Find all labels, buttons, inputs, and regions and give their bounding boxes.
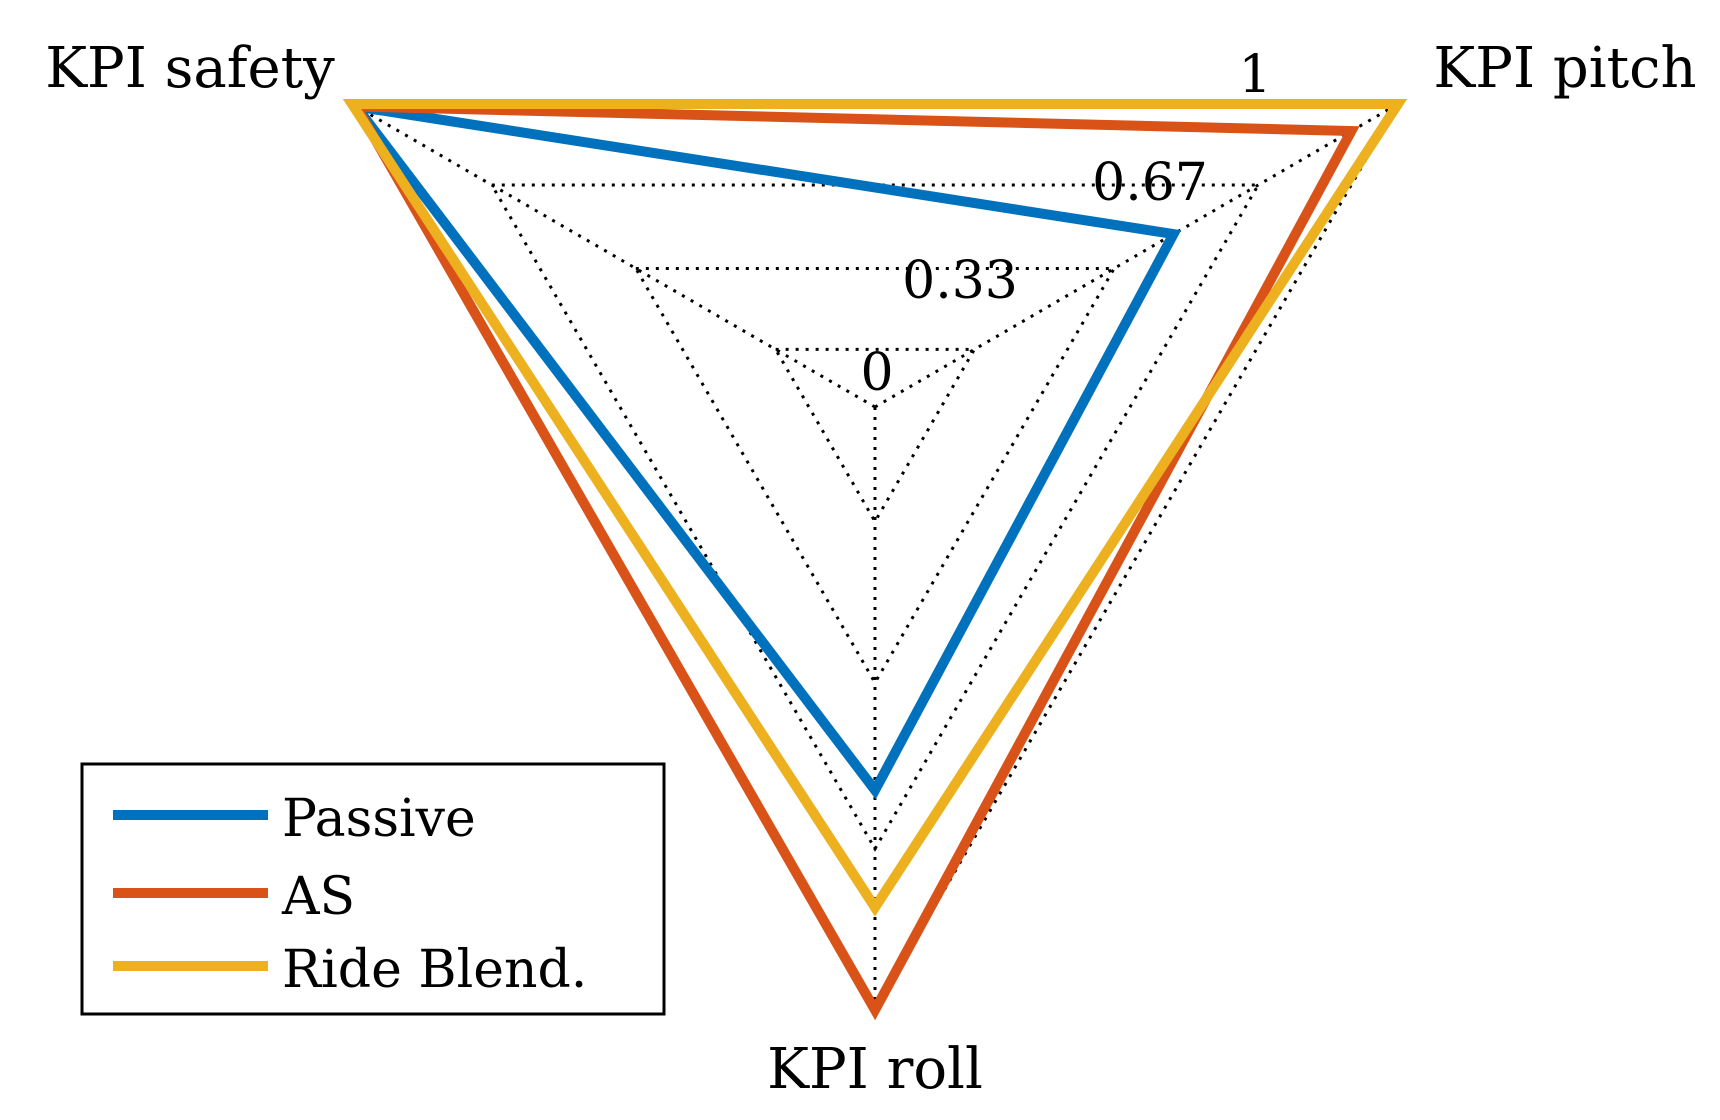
axis-label-roll: KPI roll bbox=[767, 1037, 983, 1102]
series-as bbox=[347, 101, 1360, 1021]
series-passive bbox=[344, 99, 1182, 800]
legend-label-ride-blend: Ride Blend. bbox=[282, 940, 587, 1000]
ring-label-0: 0 bbox=[860, 343, 893, 403]
series-ride-blend bbox=[342, 99, 1408, 917]
grid-spoke-1 bbox=[874, 102, 1399, 409]
ring-label-067: 0.67 bbox=[1092, 153, 1208, 213]
series-layer bbox=[342, 99, 1408, 1021]
ring-label-1: 1 bbox=[1238, 45, 1271, 105]
legend-label-as: AS bbox=[281, 867, 355, 927]
ring-label-033: 0.33 bbox=[902, 251, 1018, 311]
axis-label-pitch: KPI pitch bbox=[1433, 36, 1696, 101]
legend-label-passive: Passive bbox=[282, 789, 476, 849]
legend: Passive AS Ride Blend. bbox=[80, 762, 666, 1016]
grid-spoke-0 bbox=[351, 102, 876, 409]
axis-label-safety: KPI safety bbox=[45, 36, 335, 101]
